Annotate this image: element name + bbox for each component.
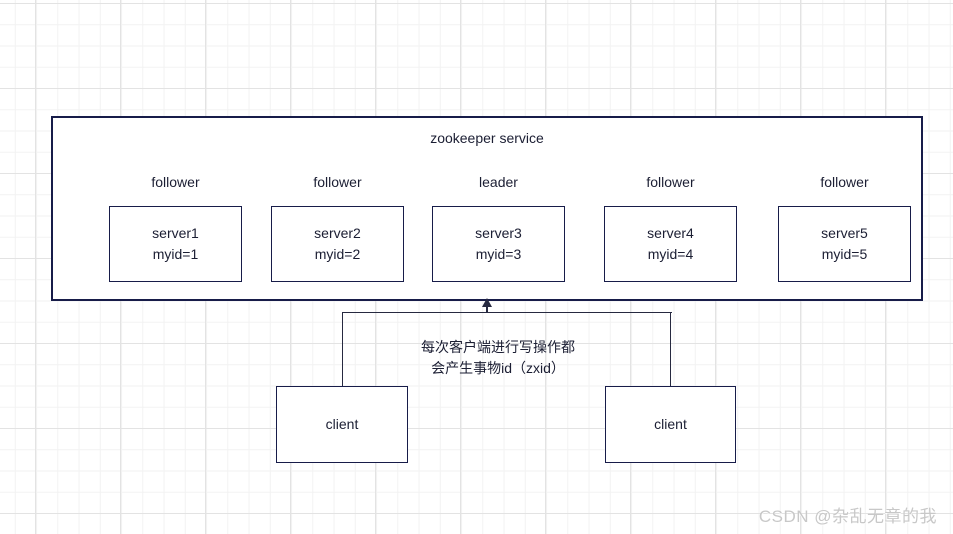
server-node-5: server5 myid=5	[778, 206, 911, 282]
client-node-1: client	[276, 386, 408, 463]
server-name: server4	[647, 225, 694, 241]
connector-line-left-client	[342, 312, 344, 387]
client-node-2: client	[605, 386, 736, 463]
client-label: client	[654, 416, 687, 432]
client-label: client	[325, 416, 359, 432]
server-myid: myid=4	[647, 246, 694, 262]
server-myid: myid=5	[821, 246, 868, 262]
server-name: server2	[314, 225, 361, 241]
annotation-line-1: 每次客户端进行写操作都	[421, 339, 575, 355]
arrow-up-icon	[482, 298, 492, 307]
connector-line-right-client	[670, 312, 672, 387]
watermark: CSDN @杂乱无章的我	[758, 507, 937, 526]
role-label-server5: follower	[820, 174, 869, 190]
diagram-title: zookeeper service	[430, 130, 544, 146]
server-node-1: server1 myid=1	[109, 206, 242, 282]
server-myid: myid=1	[152, 246, 199, 262]
server-myid: myid=2	[314, 246, 361, 262]
server-node-2: server2 myid=2	[271, 206, 404, 282]
arrow-stem	[486, 303, 488, 313]
role-label-server1: follower	[151, 174, 200, 190]
server-node-4: server4 myid=4	[604, 206, 737, 282]
role-label-server3: leader	[479, 174, 518, 190]
server-name: server3	[475, 225, 522, 241]
connector-line-horizontal	[342, 312, 672, 314]
server-name: server5	[821, 225, 868, 241]
server-node-3: server3 myid=3	[432, 206, 565, 282]
annotation-text: 每次客户端进行写操作都 会产生事物id（zxid）	[400, 337, 596, 379]
server-myid: myid=3	[475, 246, 522, 262]
server-name: server1	[152, 225, 199, 241]
role-label-server2: follower	[313, 174, 362, 190]
annotation-line-2: 会产生事物id（zxid）	[431, 360, 565, 376]
role-label-server4: follower	[646, 174, 695, 190]
